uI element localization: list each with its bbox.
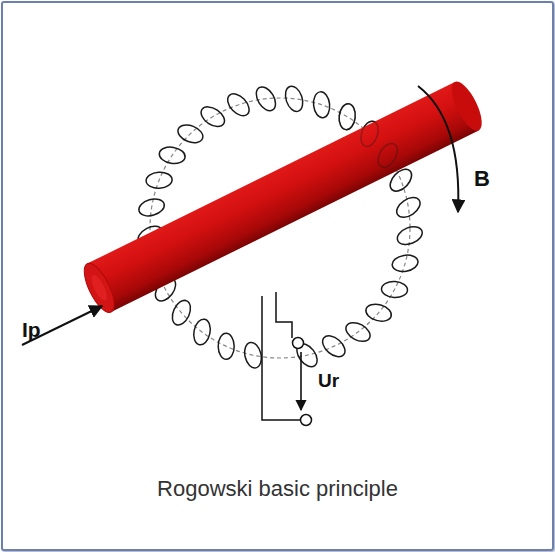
lead-wire bbox=[262, 296, 300, 420]
coil-loop bbox=[319, 332, 349, 361]
conductor bbox=[78, 78, 487, 317]
coil-loop bbox=[158, 145, 186, 165]
coil-loop bbox=[393, 193, 423, 221]
coil-loop bbox=[343, 319, 373, 345]
coil-loop bbox=[218, 333, 234, 359]
coil-loop bbox=[364, 301, 393, 323]
coil-loop bbox=[224, 90, 254, 120]
coil-loop bbox=[175, 122, 205, 146]
lead-wire bbox=[276, 292, 292, 338]
coil-loop bbox=[282, 84, 306, 114]
coil-loop bbox=[169, 298, 194, 328]
coil-loop bbox=[198, 103, 229, 131]
current-arrow bbox=[22, 306, 102, 345]
coil-loop bbox=[252, 84, 279, 115]
coil-loop bbox=[395, 223, 425, 247]
field-arrow bbox=[418, 86, 458, 212]
coil-loop bbox=[191, 318, 212, 347]
caption: Rogowski basic principle bbox=[0, 476, 555, 502]
coil-loop bbox=[242, 341, 263, 370]
coil-loop bbox=[386, 165, 415, 195]
terminal bbox=[301, 415, 312, 426]
coil-loop bbox=[312, 91, 331, 119]
coil-loop bbox=[137, 196, 166, 219]
coil-loop bbox=[381, 281, 408, 298]
coil-loop bbox=[391, 253, 419, 273]
coil-windings-front bbox=[338, 103, 416, 195]
voltage-label: Ur bbox=[318, 370, 339, 392]
current-label: Ip bbox=[22, 318, 41, 342]
terminal bbox=[293, 338, 304, 349]
voltage-arrow bbox=[300, 352, 302, 410]
coil-loop bbox=[146, 171, 173, 189]
coil-loop bbox=[358, 119, 381, 149]
coil-loop bbox=[338, 103, 357, 131]
coil-loop bbox=[338, 103, 357, 131]
field-label: B bbox=[474, 166, 490, 192]
coil-loop bbox=[374, 140, 401, 171]
